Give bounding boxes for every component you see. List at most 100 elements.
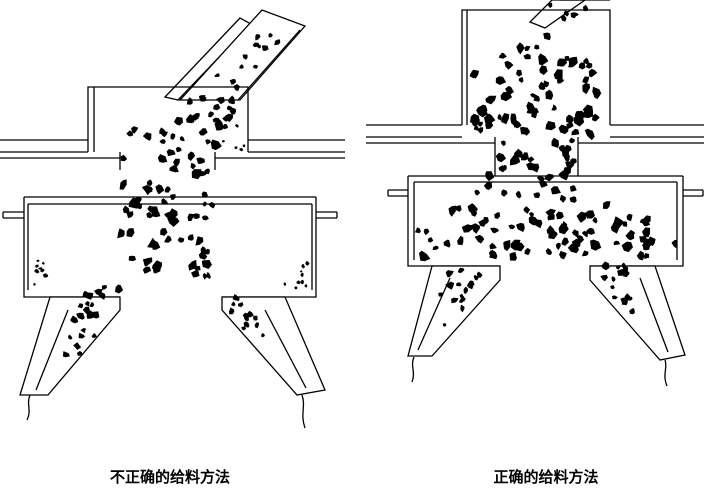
- material-particle: [198, 252, 208, 260]
- material-particle: [147, 205, 154, 214]
- material-particle: [485, 95, 497, 105]
- material-particle: [454, 205, 462, 212]
- material-particle: [621, 262, 626, 268]
- material-particle: [459, 298, 464, 303]
- material-particle: [629, 308, 635, 315]
- caption-incorrect-feeding: 不正确的给料方法: [109, 468, 230, 486]
- material-particle: [274, 39, 281, 46]
- material-particle: [254, 322, 260, 329]
- material-particle: [126, 228, 135, 238]
- material-particle: [473, 274, 479, 281]
- material-particle: [498, 52, 507, 59]
- material-particle: [505, 86, 514, 96]
- material-particle: [502, 164, 507, 171]
- material-particle: [643, 215, 651, 223]
- material-particle: [560, 196, 566, 203]
- material-particle: [459, 293, 465, 299]
- material-particle: [629, 230, 636, 236]
- material-particle: [227, 105, 233, 111]
- material-particle: [528, 212, 534, 218]
- material-particle: [568, 56, 578, 68]
- material-particle: [98, 291, 106, 300]
- material-particle: [473, 125, 480, 131]
- material-particle: [620, 297, 627, 304]
- material-particle: [155, 184, 165, 195]
- material-particle: [617, 268, 626, 276]
- material-particle: [210, 139, 222, 151]
- material-particle: [164, 186, 171, 193]
- material-particle: [175, 146, 182, 153]
- material-particle: [527, 156, 535, 163]
- material-particle: [201, 215, 209, 221]
- material-particle: [616, 265, 621, 270]
- material-particle: [586, 227, 596, 235]
- material-particle: [581, 230, 588, 238]
- material-particle: [489, 242, 497, 250]
- right-feed-chute: [528, 0, 610, 29]
- material-particle: [555, 211, 564, 220]
- material-particle: [571, 128, 580, 136]
- material-particle: [582, 76, 590, 84]
- material-particle: [534, 44, 540, 50]
- material-particle: [564, 144, 572, 153]
- material-particle: [173, 116, 183, 126]
- material-particle: [255, 33, 261, 41]
- material-particle: [208, 111, 214, 118]
- material-particle: [456, 282, 462, 287]
- material-particle: [179, 136, 185, 142]
- material-particle: [128, 255, 137, 262]
- right-upper-hopper: [461, 9, 611, 125]
- material-particle: [36, 259, 40, 263]
- right-material-particles: [414, 2, 678, 327]
- material-particle: [142, 266, 152, 274]
- material-particle: [160, 131, 168, 138]
- material-particle: [610, 285, 615, 290]
- material-particle: [423, 228, 430, 236]
- material-particle: [35, 264, 39, 268]
- material-particle: [215, 144, 220, 149]
- material-particle: [592, 217, 598, 224]
- material-particle: [91, 311, 100, 319]
- left-upper-hopper: [87, 86, 249, 152]
- material-particle: [82, 306, 91, 315]
- material-particle: [483, 181, 493, 190]
- material-particle: [246, 310, 254, 318]
- material-particle: [463, 286, 468, 294]
- material-particle: [300, 272, 304, 278]
- left-discharge-chutes: [19, 296, 326, 429]
- material-particle: [582, 104, 593, 116]
- material-particle: [238, 302, 244, 308]
- material-particle: [494, 212, 501, 219]
- material-particle: [214, 73, 220, 77]
- material-particle: [253, 315, 258, 321]
- material-particle: [221, 140, 225, 143]
- material-particle: [222, 124, 229, 130]
- material-particle: [242, 144, 246, 148]
- material-particle: [571, 229, 579, 238]
- caption-correct-feeding: 正确的给料方法: [493, 468, 599, 486]
- material-particle: [187, 151, 196, 161]
- material-particle: [489, 249, 498, 260]
- material-particle: [543, 80, 550, 88]
- material-particle: [516, 222, 525, 232]
- material-particle: [474, 116, 480, 121]
- right-lower-bin: [387, 175, 704, 267]
- material-particle: [457, 235, 464, 246]
- material-particle: [120, 154, 128, 162]
- material-particle: [576, 211, 587, 223]
- material-particle: [187, 234, 194, 241]
- material-particle: [569, 185, 577, 192]
- material-particle: [471, 69, 480, 79]
- material-particle: [477, 127, 484, 134]
- material-particle: [198, 95, 206, 102]
- material-particle: [530, 217, 539, 226]
- material-particle: [299, 270, 303, 273]
- material-particle: [305, 260, 310, 266]
- material-particle: [142, 132, 152, 141]
- material-particle: [261, 45, 269, 51]
- material-particle: [205, 139, 212, 145]
- material-particle: [526, 101, 536, 112]
- material-particle: [204, 168, 210, 175]
- material-particle: [244, 315, 250, 322]
- material-particle: [636, 250, 645, 261]
